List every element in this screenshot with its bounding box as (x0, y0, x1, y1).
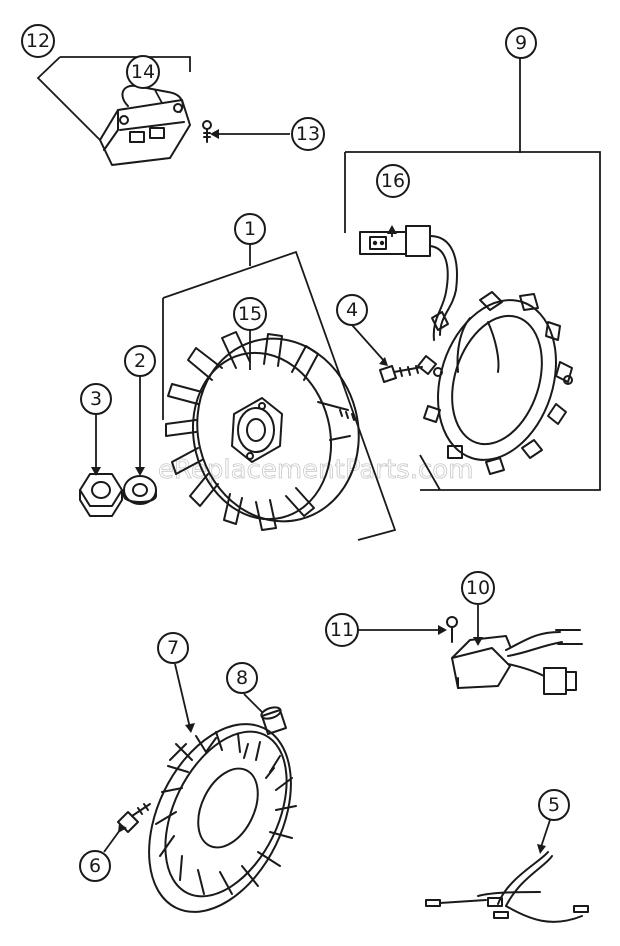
callout-15[interactable]: 15 (233, 297, 267, 331)
callout-1-label: 1 (244, 218, 256, 240)
callout-16-label: 16 (381, 170, 405, 192)
callout-4[interactable]: 4 (336, 294, 368, 326)
callout-3-label: 3 (90, 388, 102, 410)
callout-5-label: 5 (548, 794, 560, 816)
callout-11[interactable]: 11 (325, 613, 359, 647)
flywheel-screen-part (148, 723, 297, 913)
callout-4-label: 4 (346, 299, 358, 321)
pin-part (260, 706, 287, 735)
assembly-brackets (36, 56, 601, 541)
callout-13[interactable]: 13 (291, 117, 325, 151)
callout-10[interactable]: 10 (461, 571, 495, 605)
callout-6-label: 6 (89, 855, 101, 877)
callout-5[interactable]: 5 (538, 789, 570, 821)
callout-8[interactable]: 8 (226, 662, 258, 694)
rectifier-part (451, 629, 583, 695)
ignition-module-part (99, 84, 191, 166)
callout-3[interactable]: 3 (80, 383, 112, 415)
callout-14-label: 14 (131, 61, 155, 83)
stator-part (359, 225, 573, 475)
callout-10-label: 10 (466, 577, 490, 599)
callout-7-label: 7 (167, 637, 179, 659)
screw-4-part (379, 365, 423, 383)
callout-7[interactable]: 7 (157, 632, 189, 664)
flywheel-part (165, 331, 360, 531)
callout-12[interactable]: 12 (21, 24, 55, 58)
callout-16[interactable]: 16 (376, 164, 410, 198)
callout-12-label: 12 (26, 30, 50, 52)
callout-13-label: 13 (296, 123, 320, 145)
nut-part (79, 473, 123, 517)
callout-6[interactable]: 6 (79, 850, 111, 882)
callout-14[interactable]: 14 (126, 55, 160, 89)
arrowheads (91, 129, 546, 854)
wire-harness-part (425, 851, 589, 923)
callout-1[interactable]: 1 (234, 213, 266, 245)
callout-2-label: 2 (134, 350, 146, 372)
watermark-text: eReplacementParts.com (158, 455, 474, 485)
callout-11-label: 11 (330, 619, 354, 641)
washer-part (123, 475, 157, 505)
callout-9[interactable]: 9 (505, 27, 537, 59)
callout-15-label: 15 (238, 303, 262, 325)
callout-8-label: 8 (236, 667, 248, 689)
callout-9-label: 9 (515, 32, 527, 54)
screw-11-part (446, 616, 458, 643)
callout-2[interactable]: 2 (124, 345, 156, 377)
screw-13-part (202, 120, 212, 143)
